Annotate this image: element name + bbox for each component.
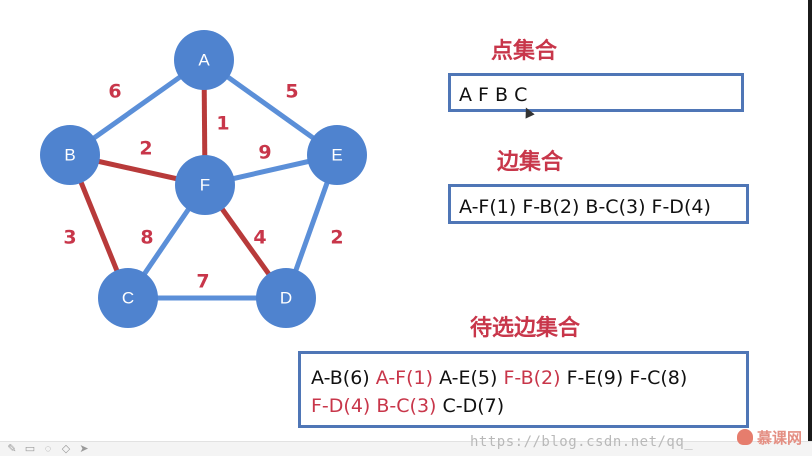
point-set-title: 点集合 bbox=[491, 39, 558, 64]
node-A: A bbox=[174, 30, 234, 90]
weight-C-D: 7 bbox=[196, 271, 209, 293]
pointer-icon[interactable]: ➤ bbox=[79, 443, 89, 455]
node-D: D bbox=[256, 268, 316, 328]
candidate-edges-line-2: F-D(4) B-C(3) C-D(7) bbox=[311, 392, 736, 420]
weight-E-D: 2 bbox=[330, 227, 343, 249]
node-C: C bbox=[98, 268, 158, 328]
candidate-edges-title: 待选边集合 bbox=[470, 316, 581, 341]
candidate-edge: A-E(5) bbox=[439, 367, 504, 389]
weight-B-F: 2 bbox=[139, 138, 152, 160]
node-circle-D bbox=[256, 268, 316, 328]
candidate-edge: F-D(4) bbox=[311, 395, 377, 417]
candidate-edge: B-C(3) bbox=[376, 395, 443, 417]
slides-icon[interactable]: ▭ bbox=[24, 443, 36, 455]
node-E: E bbox=[307, 125, 367, 185]
chat-icon[interactable]: ◌ bbox=[44, 443, 52, 455]
graph-canvas: 6 5 1 2 9 3 8 4 2 7 A B C D E F bbox=[40, 30, 367, 328]
brand-flame-icon bbox=[736, 429, 753, 445]
candidate-edge: F-E(9) bbox=[566, 367, 630, 389]
point-set-box: A F B C bbox=[448, 73, 744, 112]
node-circle-E bbox=[307, 125, 367, 185]
edge-set-title: 边集合 bbox=[497, 150, 564, 175]
watermark-url: https://blog.csdn.net/qq_ bbox=[470, 434, 694, 450]
node-B: B bbox=[40, 125, 100, 185]
weight-F-E: 9 bbox=[258, 142, 271, 164]
candidate-edges-box: A-B(6) A-F(1) A-E(5) F-B(2) F-E(9) F-C(8… bbox=[298, 351, 749, 428]
brand-logo: 慕课网 bbox=[736, 427, 802, 448]
node-circle-C bbox=[98, 268, 158, 328]
brand-name: 慕课网 bbox=[756, 429, 802, 447]
candidate-edge: F-C(8) bbox=[629, 367, 688, 389]
weight-A-F: 1 bbox=[216, 113, 229, 135]
weight-F-D: 4 bbox=[253, 227, 266, 249]
presentation-toolbar: ✎ ▭ ◌ ◇ ➤ bbox=[0, 441, 812, 456]
node-label-F: F bbox=[200, 175, 210, 194]
edge-set-box: A-F(1) F-B(2) B-C(3) F-D(4) bbox=[448, 184, 749, 224]
candidate-edges-line-1: A-B(6) A-F(1) A-E(5) F-B(2) F-E(9) F-C(8… bbox=[311, 364, 736, 392]
weight-B-C: 3 bbox=[63, 227, 76, 249]
node-label-D: D bbox=[280, 288, 292, 307]
weight-A-E: 5 bbox=[285, 81, 298, 103]
weight-F-C: 8 bbox=[140, 227, 153, 249]
pen-icon[interactable]: ✎ bbox=[7, 443, 17, 455]
node-circle-B bbox=[40, 125, 100, 185]
node-label-B: B bbox=[64, 145, 75, 164]
window-edge bbox=[808, 0, 812, 456]
node-label-C: C bbox=[122, 288, 134, 307]
candidate-edge: F-B(2) bbox=[503, 367, 567, 389]
eraser-icon[interactable]: ◇ bbox=[61, 443, 71, 455]
node-F: F bbox=[175, 155, 235, 215]
weight-A-B: 6 bbox=[108, 81, 121, 103]
node-circle-A bbox=[174, 30, 234, 90]
node-circle-F bbox=[175, 155, 235, 215]
node-label-A: A bbox=[198, 50, 210, 69]
candidate-edge: A-B(6) bbox=[311, 367, 376, 389]
candidate-edge: A-F(1) bbox=[375, 367, 440, 389]
candidate-edge: C-D(7) bbox=[442, 395, 505, 417]
node-label-E: E bbox=[331, 145, 342, 164]
